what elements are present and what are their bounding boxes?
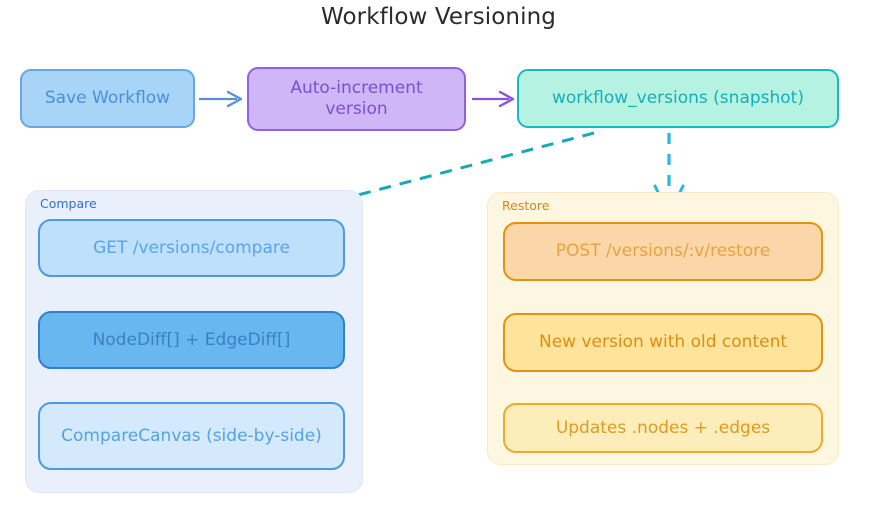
node-auto-increment-version[interactable]: Auto-increment version <box>247 67 466 131</box>
node-new-version-with-old-content[interactable]: New version with old content <box>503 313 823 372</box>
edge-auto-to-versions <box>472 90 515 108</box>
node-get-versions-compare[interactable]: GET /versions/compare <box>38 219 345 277</box>
node-save-workflow[interactable]: Save Workflow <box>20 69 195 128</box>
node-workflow-versions-snapshot[interactable]: workflow_versions (snapshot) <box>517 69 839 128</box>
cluster-restore-label: Restore <box>502 198 550 213</box>
node-nodediff-edgediff[interactable]: NodeDiff[] + EdgeDiff[] <box>38 311 345 369</box>
node-comparecanvas-side-by-side[interactable]: CompareCanvas (side-by-side) <box>38 402 345 470</box>
cluster-compare-label: Compare <box>40 196 97 211</box>
page-title: Workflow Versioning <box>321 4 556 30</box>
node-updates-nodes-edges[interactable]: Updates .nodes + .edges <box>503 403 823 453</box>
node-post-versions-restore[interactable]: POST /versions/:v/restore <box>503 222 823 281</box>
edge-save-to-auto <box>199 90 243 108</box>
